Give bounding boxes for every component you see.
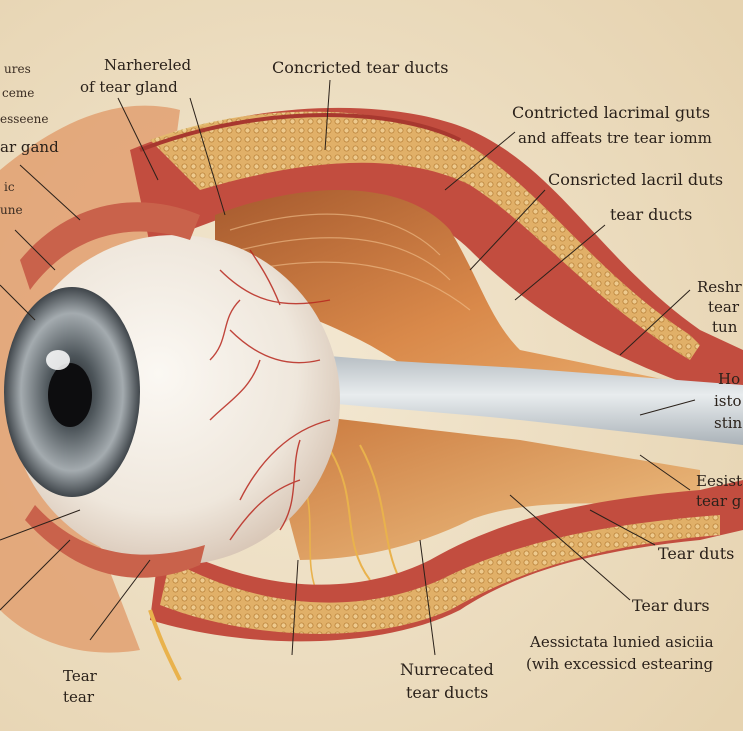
label-right4-line1: Ho (718, 370, 741, 388)
label-right2-line1: Consricted lacril duts (548, 170, 724, 189)
label-bottom-right-line1: Aessictata lunied asiciia (530, 633, 714, 651)
label-left-line1: ures (4, 62, 31, 76)
label-right1-line2: and affeats tre tear iomm (518, 129, 712, 147)
label-right3-line1: Reshr (697, 278, 742, 296)
label-right1-line1: Contricted lacrimal guts (512, 103, 711, 122)
label-right3-line3: tun (712, 318, 738, 336)
label-right3-line2: tear (708, 298, 740, 316)
label-tear-durs: Tear durs (632, 596, 710, 615)
label-bottom-center-line1: Nurrecated (400, 660, 494, 679)
label-right5-line2: tear g (696, 492, 742, 510)
label-top-center: Concricted tear ducts (272, 58, 449, 77)
label-left-line5: ic (4, 180, 15, 194)
label-right4-line2: isto (714, 392, 742, 410)
label-bottom-left-line1: Tear (63, 667, 97, 685)
label-right5-line1: Eesist (696, 472, 743, 490)
label-left-line3: esseene (0, 112, 49, 126)
label-left-line6: une (0, 203, 23, 217)
label-bottom-right-line2: (wih excessicd estearing (526, 655, 714, 673)
label-narrowed-line1: Narhereled (104, 56, 192, 74)
label-bottom-center-line2: tear ducts (406, 683, 489, 702)
label-left-line2: ceme (2, 86, 35, 100)
label-left-line4: ar gand (0, 138, 59, 156)
label-bottom-left-line2: tear (63, 688, 95, 706)
label-right4-line3: stin (714, 414, 743, 432)
label-right2-line2: tear ducts (610, 205, 693, 224)
label-narrowed-line2: of tear gland (80, 78, 178, 96)
label-tear-duts: Tear duts (658, 544, 735, 563)
